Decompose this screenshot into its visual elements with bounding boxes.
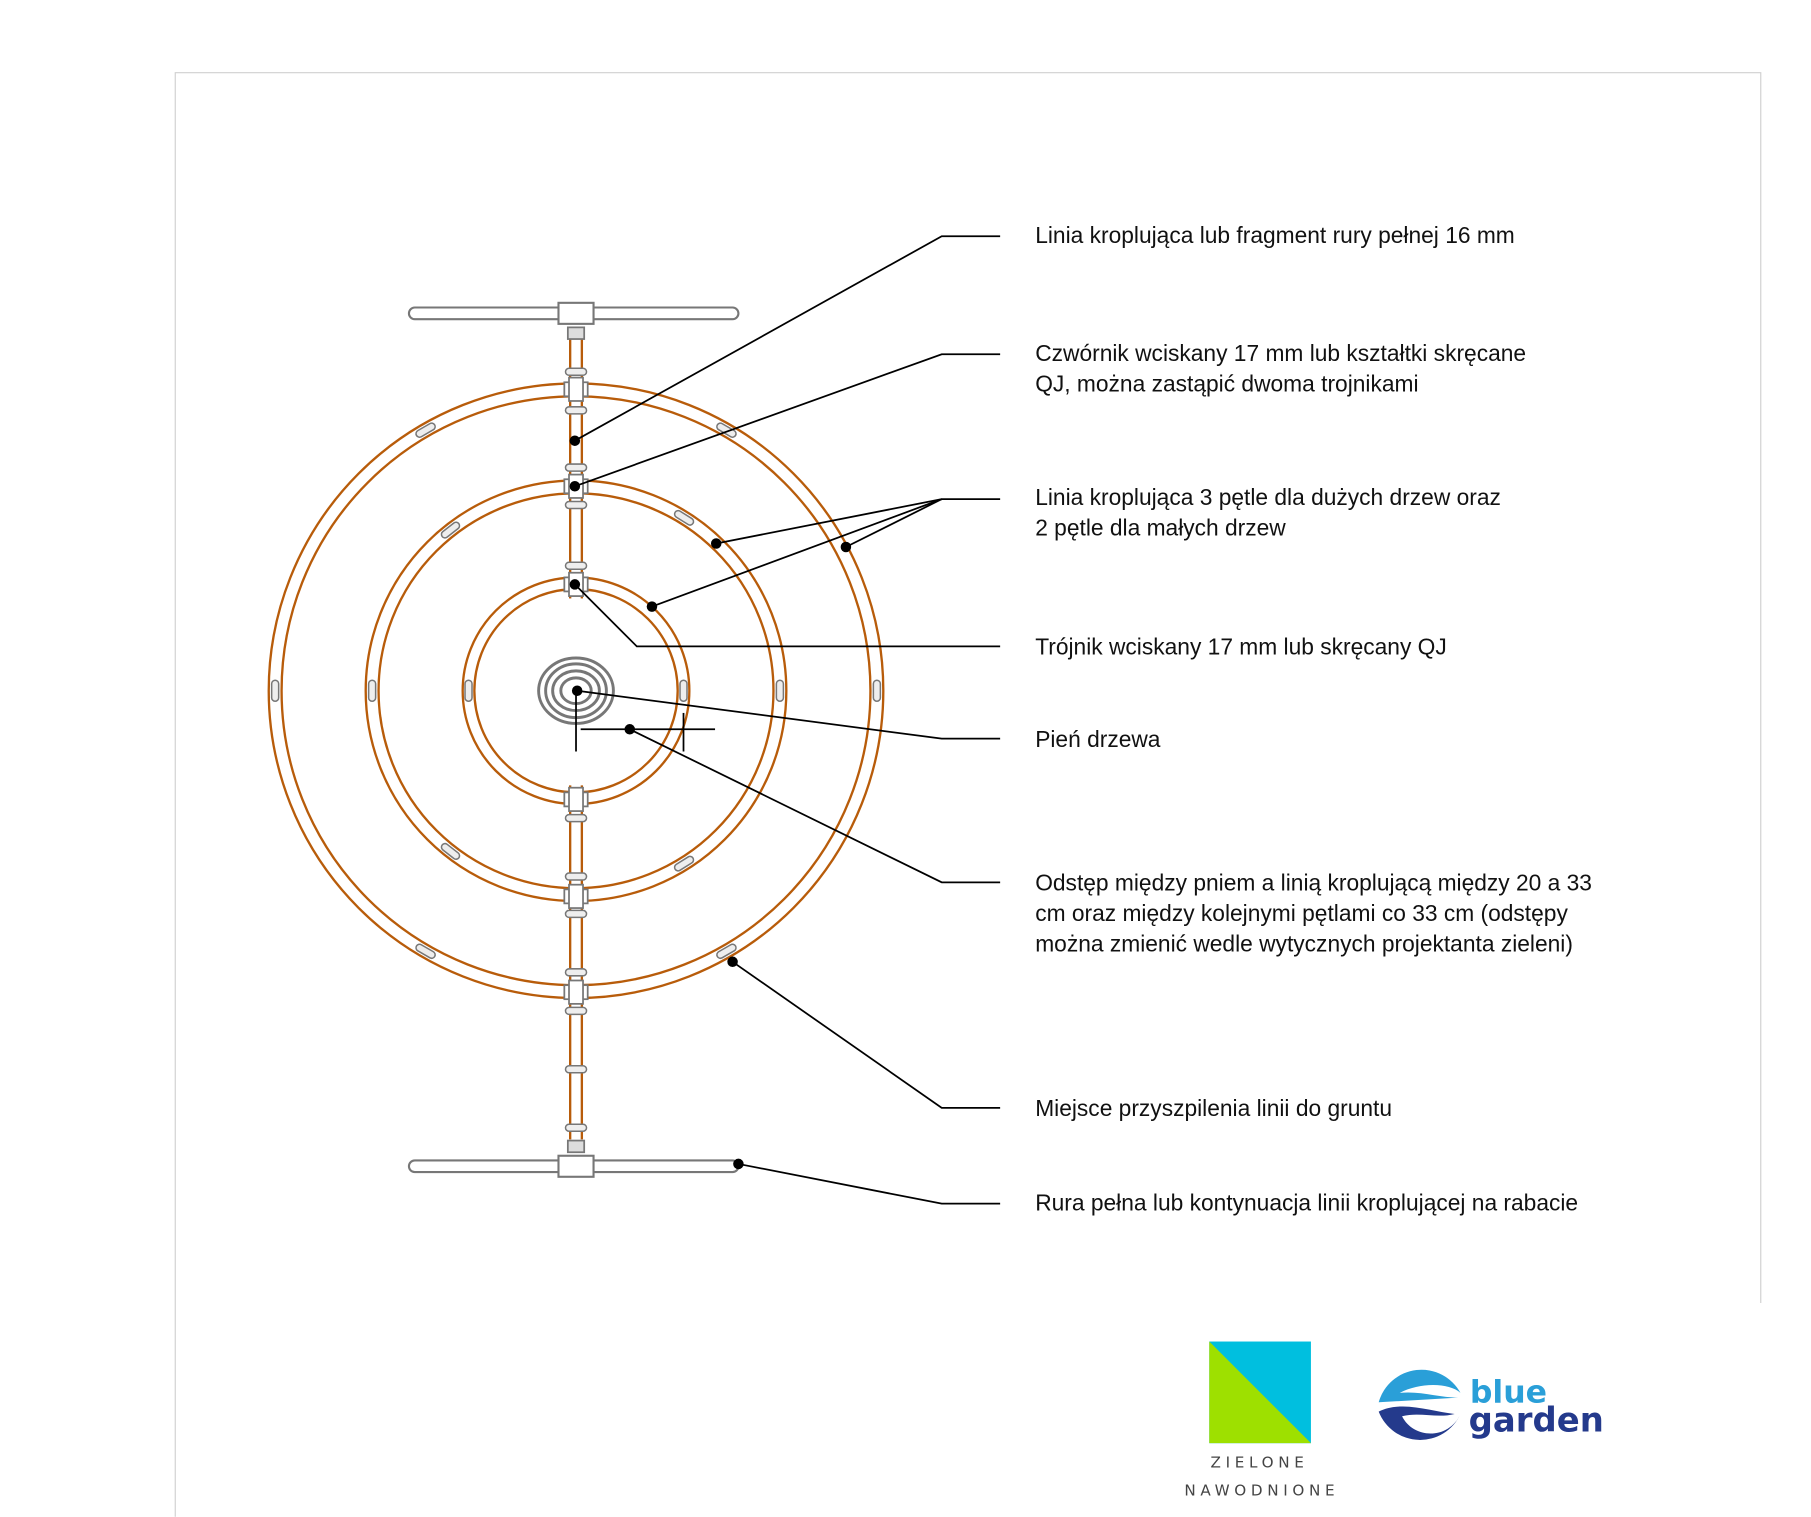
label-dripline-fragment: Linia kroplująca lub fragment rury pełne… (1035, 222, 1515, 248)
leader-line (651, 498, 943, 608)
cross-fitting-icon (568, 883, 584, 909)
zielone-nawodnione-logo: ZIELONE NAWODNIONE (1184, 1341, 1339, 1500)
pipe-coupler (564, 909, 588, 919)
ring-clip (775, 679, 785, 703)
ring-clip (464, 679, 473, 703)
leader-dot (646, 601, 658, 612)
cross-fitting-icon (568, 979, 584, 1005)
leader-dot (840, 541, 852, 553)
pipe-coupler (564, 500, 588, 510)
leader-dot (710, 538, 722, 549)
ring-clip (716, 943, 737, 960)
leader-line (629, 728, 1001, 884)
label-solid-pipe: Rura pełna lub kontynuacja linii kropluj… (1035, 1190, 1578, 1216)
leader-line (574, 583, 1001, 648)
leader-line (574, 235, 1001, 442)
leader-dot (569, 481, 581, 492)
leader-dot (571, 685, 583, 696)
pipe-coupler (564, 463, 588, 472)
zn-line2: NAWODNIONE (1184, 1482, 1339, 1500)
leader-line (577, 689, 1001, 740)
label-drip-loops: Linia kroplująca 3 pętle dla dużych drze… (1035, 484, 1501, 540)
ring-clip (367, 679, 377, 703)
leader-dot (569, 579, 581, 590)
leader-dot (624, 724, 636, 735)
label-tree-trunk: Pień drzewa (1035, 726, 1161, 752)
ring-clip (679, 679, 688, 703)
adapter-fitting-icon (566, 326, 586, 340)
label-list: Linia kroplująca lub fragment rury pełne… (1035, 222, 1592, 1215)
pipe-coupler (564, 813, 588, 823)
label-cross-fitting: Czwórnik wciskany 17 mm lub kształtki sk… (1035, 340, 1526, 396)
cross-fitting-icon (568, 376, 584, 402)
leader-dot (569, 435, 581, 446)
pipe-coupler (564, 1065, 588, 1074)
leader-line (574, 353, 1001, 488)
leader-line (732, 961, 1001, 1109)
bg-word-garden: garden (1469, 1400, 1604, 1439)
bg-wave-bottom-icon (1378, 1406, 1461, 1440)
pipe-coupler (564, 406, 588, 415)
cross-fitting-icon (568, 786, 584, 812)
pipe-coupler (564, 872, 588, 881)
zn-line1: ZIELONE (1211, 1454, 1309, 1472)
tee-connector-icon (557, 301, 595, 325)
frame (174, 72, 1762, 1517)
pipe-coupler (564, 1123, 588, 1132)
ring-clip (673, 509, 695, 526)
leader-dot (727, 956, 738, 968)
bg-wave-top-icon (1378, 1369, 1461, 1403)
leader-lines (569, 235, 1001, 1205)
leader-line (845, 498, 943, 548)
label-tee-fitting: Trójnik wciskany 17 mm lub skręcany QJ (1035, 634, 1447, 660)
ring-clip (440, 842, 461, 860)
bg-word-blue: blue (1470, 1374, 1547, 1410)
ring-clip (440, 521, 461, 539)
adapter-fitting-icon (566, 1139, 586, 1154)
ring-clip (270, 679, 280, 703)
leader-line (716, 498, 1001, 545)
pipe-coupler (564, 561, 588, 570)
pipe-coupler (564, 1006, 588, 1016)
ring-clip (673, 855, 695, 872)
tee-connector-icon (557, 1154, 595, 1178)
pipe-coupler (564, 968, 588, 977)
ring-clip (872, 679, 882, 703)
label-spacing: Odstęp między pniem a linią kroplującą m… (1035, 870, 1592, 957)
pipe-coupler (564, 367, 588, 377)
leader-dot (733, 1158, 744, 1170)
blue-garden-logo: blue garden (1378, 1369, 1604, 1440)
ring-clip (415, 422, 436, 438)
tree-ring-drawing (267, 301, 885, 1178)
ring-clip (716, 422, 737, 438)
ring-clip (415, 943, 436, 960)
leader-line (738, 1163, 1001, 1205)
label-ground-stake: Miejsce przyszpilenia linii do gruntu (1035, 1095, 1392, 1121)
